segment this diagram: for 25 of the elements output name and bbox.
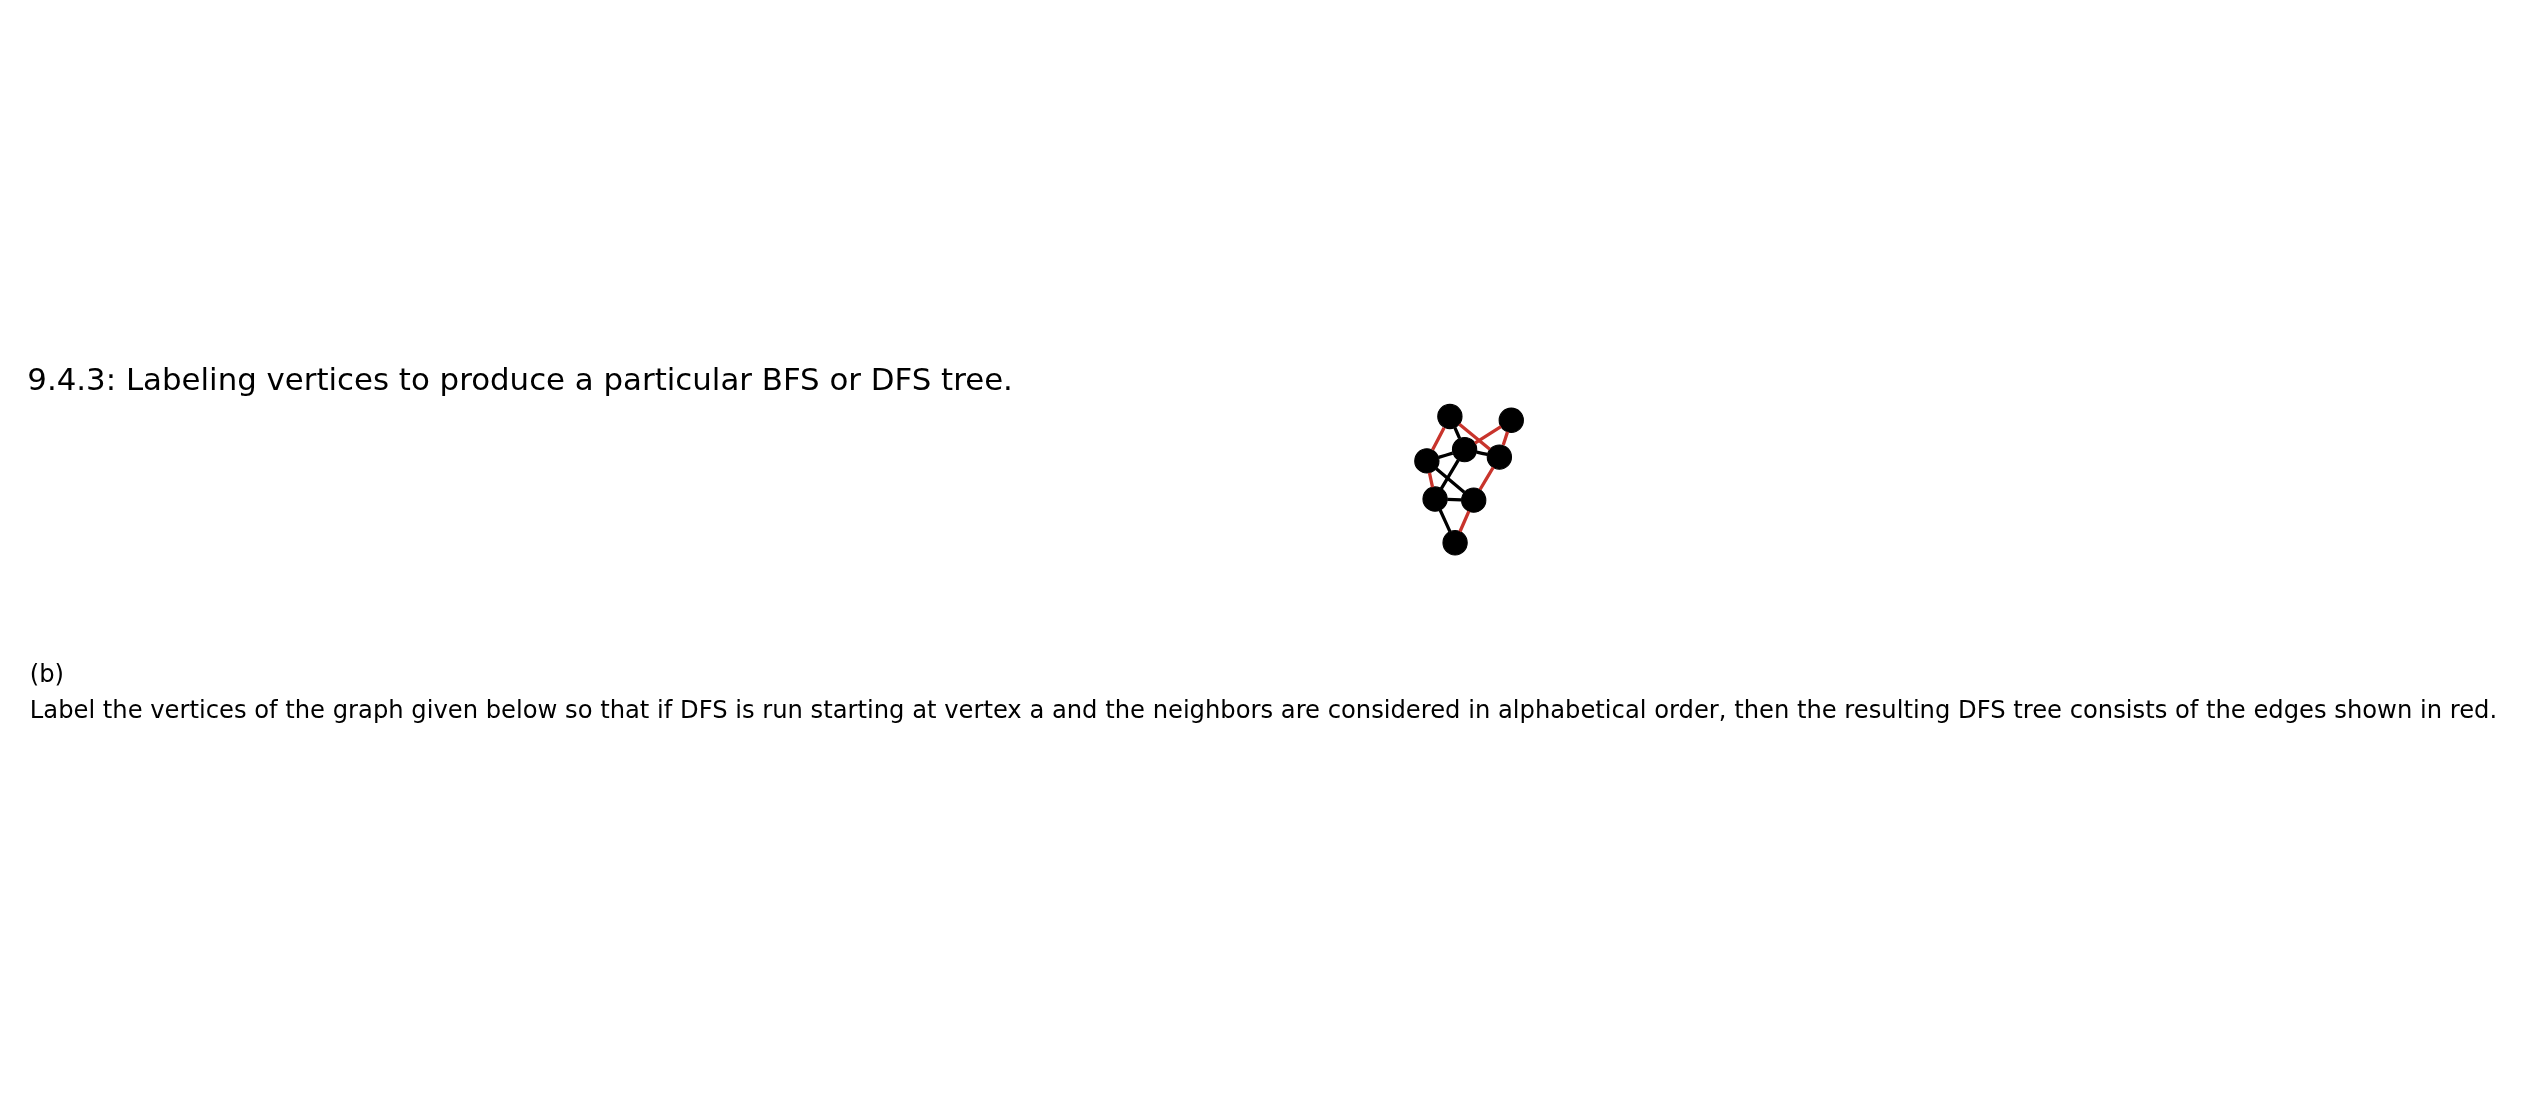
node-circle — [1461, 487, 1487, 513]
node-circle — [1414, 447, 1440, 474]
connector — [1458, 422, 1491, 450]
node-circle — [1451, 436, 1478, 462]
connector — [1431, 426, 1446, 451]
connector — [1438, 451, 1454, 459]
node-circle — [1486, 443, 1513, 470]
connector — [1435, 467, 1466, 493]
connector — [1438, 508, 1452, 532]
connector — [1447, 497, 1462, 501]
connector — [1501, 430, 1510, 446]
connector — [1453, 426, 1462, 439]
node-circle — [1442, 529, 1468, 555]
node-circle — [1422, 485, 1448, 512]
connector — [1458, 510, 1471, 532]
node-circle — [1498, 407, 1524, 433]
diagram-title: 9.4.3: Labeling vertices to produce a particular BFS or DFS tree. — [27, 360, 1013, 397]
label: (b) — [29, 659, 65, 688]
connector — [1427, 472, 1435, 487]
connector — [1439, 458, 1460, 489]
connector — [1474, 424, 1502, 444]
connector — [1478, 466, 1495, 490]
node-circle — [1437, 403, 1463, 429]
label: Label the vertices of the graph given below so that if DFS is run starting at vertex a and the neighbors are considered in alphabetical order, then the resulting DFS tree consists of the edges shown in red. — [29, 695, 2498, 724]
connector — [1476, 450, 1488, 456]
